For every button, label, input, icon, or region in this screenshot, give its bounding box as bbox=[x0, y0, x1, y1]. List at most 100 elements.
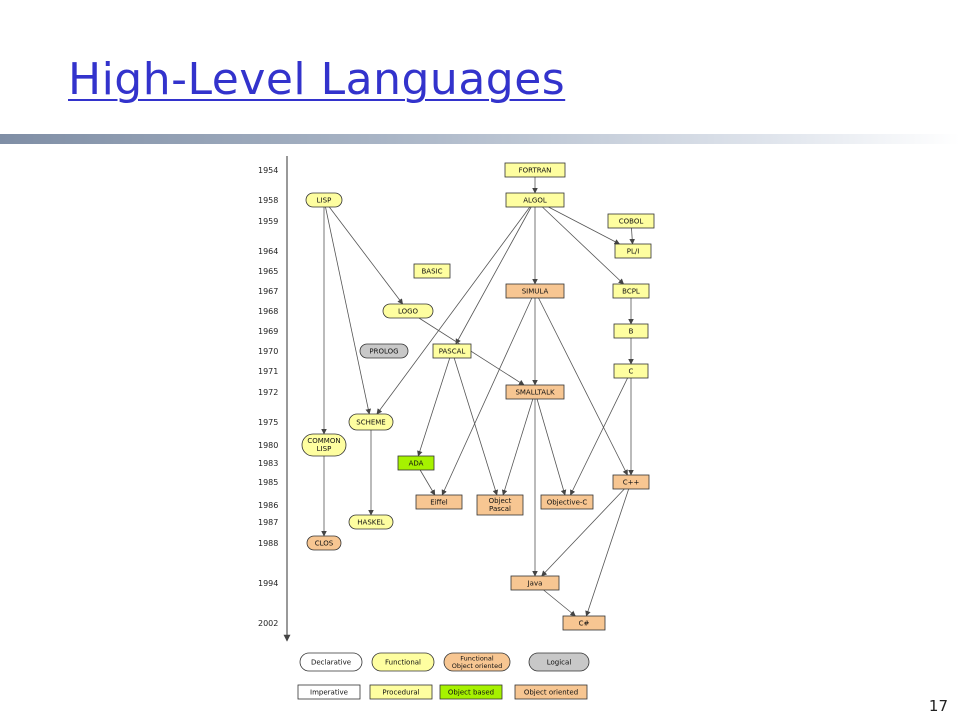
year-label: 1983 bbox=[258, 459, 278, 468]
language-node-label: ALGOL bbox=[523, 197, 547, 205]
legend-swatch bbox=[297, 684, 361, 700]
legend-swatch bbox=[439, 684, 503, 700]
language-node-label: HASKEL bbox=[357, 519, 385, 527]
language-node-csharp: C# bbox=[562, 615, 606, 631]
language-node-label: PL/I bbox=[627, 248, 640, 256]
language-node-shape bbox=[301, 433, 347, 457]
legend-swatch bbox=[299, 652, 363, 672]
year-label: 1959 bbox=[258, 217, 278, 226]
legend-item-functional: Functional bbox=[371, 652, 435, 672]
edge-algol-to-pl1 bbox=[548, 206, 621, 245]
legend-item-object-based: Object based bbox=[439, 684, 503, 700]
language-node-prolog: PROLOG bbox=[359, 343, 409, 359]
language-node-label: FORTRAN bbox=[519, 167, 552, 175]
language-node-label: LISP bbox=[317, 197, 332, 205]
edge-smalltalk-to-objpascal bbox=[501, 398, 534, 496]
year-label: 1975 bbox=[258, 418, 278, 427]
edge-logo-to-smalltalk bbox=[418, 317, 525, 386]
language-node-shape bbox=[612, 474, 650, 490]
language-node-label: Eiffel bbox=[430, 499, 447, 507]
language-node-shape bbox=[504, 162, 566, 178]
edge-cpp-to-csharp bbox=[585, 488, 630, 617]
language-node-label: SIMULA bbox=[522, 288, 549, 296]
language-node-label: SCHEME bbox=[356, 419, 385, 427]
year-label: 1987 bbox=[258, 518, 278, 527]
edge-simula-to-cpp bbox=[538, 297, 628, 476]
year-label: 1994 bbox=[258, 579, 278, 588]
timeline: 1954195819591964196519671968196919701971… bbox=[258, 156, 291, 642]
edge-ada-to-eiffel bbox=[419, 469, 436, 496]
language-node-shape bbox=[415, 494, 463, 510]
language-node-shape bbox=[397, 455, 435, 471]
legend-swatch bbox=[528, 652, 590, 672]
edge-java-to-csharp bbox=[543, 589, 576, 617]
language-node-label: Pascal bbox=[489, 505, 511, 513]
year-label: 1968 bbox=[258, 307, 278, 316]
legend-item-declarative: Declarative bbox=[299, 652, 363, 672]
legend-swatch bbox=[369, 684, 433, 700]
legend-item-object-oriented: Object oriented bbox=[514, 684, 588, 700]
year-label: 1980 bbox=[258, 441, 278, 450]
year-label: 1954 bbox=[258, 166, 278, 175]
edge-pascal-to-objpascal bbox=[453, 357, 499, 496]
language-node-lisp: LISP bbox=[305, 192, 343, 208]
legend-label: Object oriented bbox=[524, 689, 578, 697]
language-node-fortran: FORTRAN bbox=[504, 162, 566, 178]
legend-item-logical: Logical bbox=[528, 652, 590, 672]
language-node-label: ADA bbox=[409, 460, 424, 468]
language-node-label: CLOS bbox=[315, 540, 334, 548]
language-node-shape bbox=[432, 343, 472, 359]
legend-label: Logical bbox=[547, 659, 572, 667]
language-node-cobol: COBOL bbox=[607, 213, 655, 229]
language-node-c: C bbox=[613, 363, 649, 379]
edge-pascal-to-ada bbox=[417, 357, 451, 457]
language-node-shape bbox=[505, 192, 565, 208]
legend-swatch bbox=[514, 684, 588, 700]
language-node-shape bbox=[476, 494, 524, 516]
language-node-simula: SIMULA bbox=[505, 283, 565, 299]
language-node-scheme: SCHEME bbox=[348, 413, 394, 431]
language-node-label: COBOL bbox=[619, 218, 644, 226]
language-node-shape bbox=[614, 243, 652, 259]
language-node-bcpl: BCPL bbox=[612, 283, 650, 299]
legend-label: Procedural bbox=[382, 689, 419, 697]
legend-label: Object based bbox=[448, 689, 494, 697]
language-node-ada: ADA bbox=[397, 455, 435, 471]
language-node-label: COMMON bbox=[307, 437, 340, 445]
legend-label: Functional bbox=[385, 659, 421, 667]
language-node-label: B bbox=[629, 328, 634, 336]
language-nodes: FORTRAN LISP ALGOL COBOL PL/I BASIC SIMULA BCPL… bbox=[301, 162, 655, 631]
language-node-label: BASIC bbox=[422, 268, 443, 276]
language-node-clos: CLOS bbox=[306, 535, 342, 551]
edge-smalltalk-to-objc bbox=[536, 398, 567, 496]
language-node-label: Object bbox=[489, 497, 512, 505]
edge-lisp-to-scheme bbox=[325, 206, 372, 415]
legend-item-imperative: Imperative bbox=[297, 684, 361, 700]
language-node-label: LOGO bbox=[398, 308, 419, 316]
language-node-shape bbox=[505, 384, 565, 400]
language-node-label: PROLOG bbox=[369, 348, 398, 356]
language-node-shape bbox=[348, 514, 394, 530]
language-node-cpp: C++ bbox=[612, 474, 650, 490]
edge-c-to-objc bbox=[570, 377, 628, 496]
language-node-shape bbox=[382, 303, 434, 319]
year-label: 2002 bbox=[258, 619, 278, 628]
year-label: 1967 bbox=[258, 287, 278, 296]
edge-algol-to-pascal bbox=[455, 206, 532, 345]
language-node-label: Objective-C bbox=[547, 499, 588, 507]
year-label: 1965 bbox=[258, 267, 278, 276]
slide-number: 17 bbox=[928, 697, 948, 715]
legend-label: Object oriented bbox=[452, 662, 502, 670]
language-node-label: C++ bbox=[623, 479, 640, 487]
language-node-java: Java bbox=[510, 575, 560, 591]
edge-cobol-to-pl1 bbox=[629, 227, 635, 245]
lineage-edges bbox=[321, 177, 635, 617]
language-node-logo: LOGO bbox=[382, 303, 434, 319]
language-node-shape bbox=[306, 535, 342, 551]
edge-cpp-to-java bbox=[541, 488, 625, 577]
year-label: 1970 bbox=[258, 347, 278, 356]
